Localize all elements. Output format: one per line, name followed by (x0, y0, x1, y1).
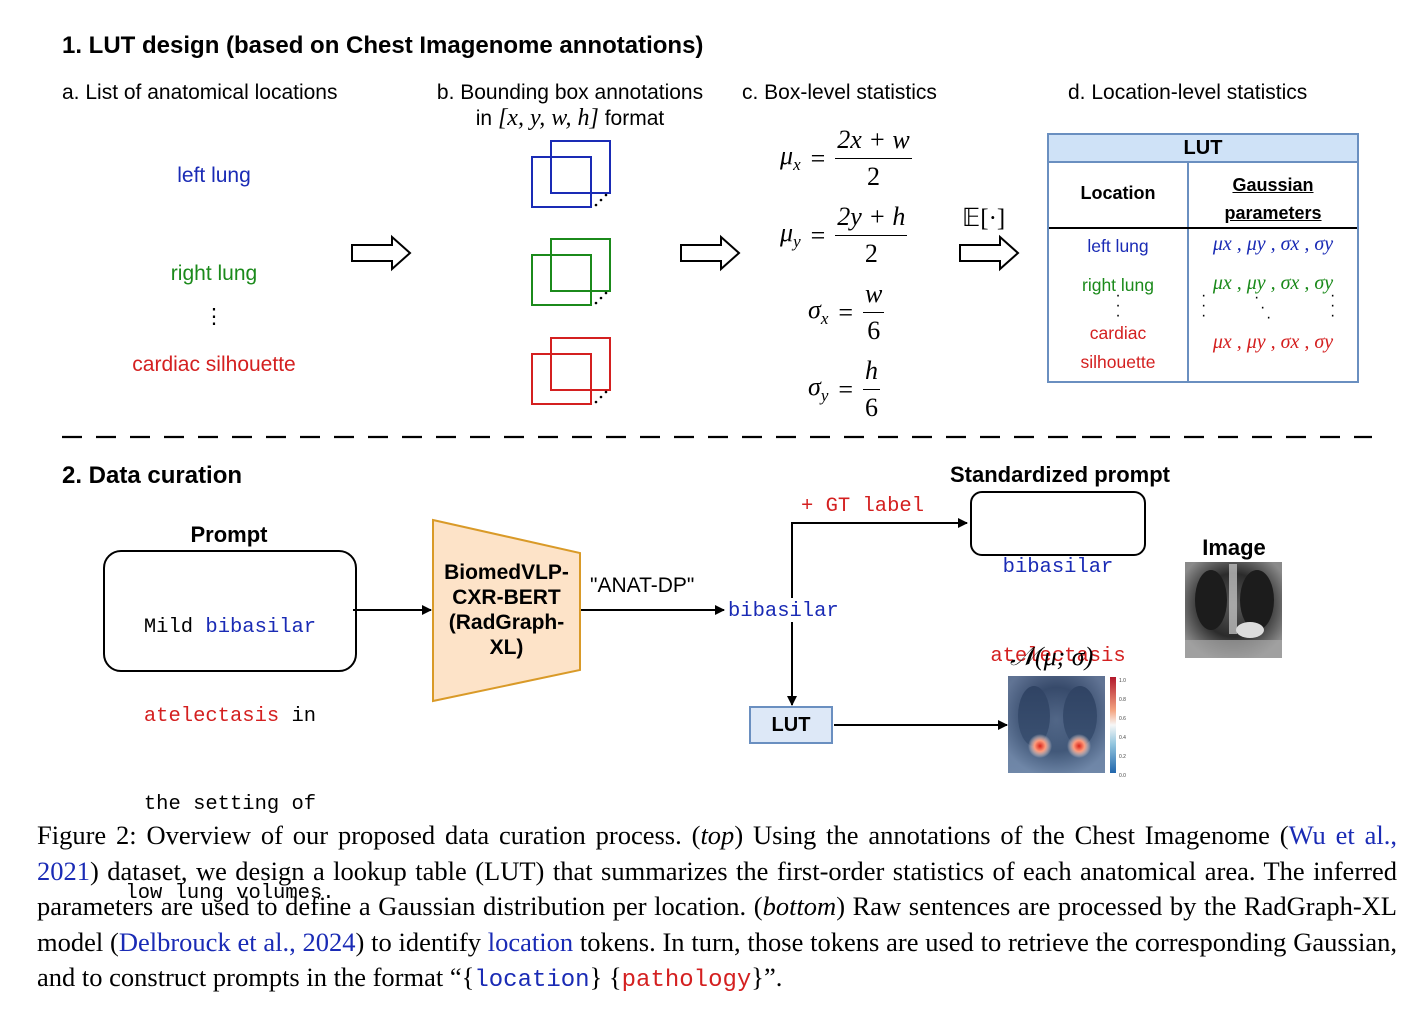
location-cardiac-silhouette: cardiac silhouette (132, 353, 296, 376)
col-a-label: a. List of anatomical locations (62, 81, 338, 104)
citation-link[interactable]: Wu et al., 2021 (37, 820, 1397, 886)
std-prompt-pathology: atelectasis (990, 644, 1126, 668)
location-left-lung: left lung (177, 164, 251, 187)
lut-col-gaussian-header: Gaussian parameters (1224, 175, 1322, 223)
std-prompt-location: bibasilar (1002, 556, 1114, 579)
section1-title: 1. LUT design (based on Chest Imagenome … (62, 32, 704, 59)
lut-table-title: LUT (1049, 135, 1357, 163)
lut-row-params: μx , μy , σx , σy (1212, 272, 1334, 294)
lut-row-location: left lung (1087, 236, 1149, 256)
hollow-arrow-icon (959, 234, 1020, 272)
col-b-format-math: [x, y, w, h] (497, 105, 599, 131)
lut-row-location: right lung (1082, 275, 1154, 295)
model-label: BiomedVLP- CXR-BERT (RadGraph- XL) (444, 561, 569, 659)
col-c-label: c. Box-level statistics (742, 81, 937, 104)
section2-graphics (353, 518, 1282, 773)
image-label: Image (1202, 535, 1266, 560)
col-b-format: format (604, 107, 665, 130)
std-prompt-label: Standardized prompt (949, 462, 1170, 487)
lut-header-rule (1049, 227, 1357, 229)
std-prompt-box: bibasilar atelectasis (970, 491, 1146, 668)
lut-row-location: cardiac silhouette (1080, 323, 1156, 372)
lut-vdots: ··· (1115, 287, 1121, 324)
colorbar-ticks: 1.0 0.8 0.6 0.4 0.2 0.0 (1119, 678, 1126, 779)
gt-label: + GT label (801, 495, 925, 518)
prompt-text: Mild bibasilar atelectasis in the settin… (125, 616, 335, 905)
prompt-label: Prompt (190, 522, 268, 547)
lut-col-location-header: Location (1080, 183, 1156, 203)
extracted-token: bibasilar (728, 600, 839, 623)
lut-vdots: ··· (1330, 287, 1336, 324)
location-right-lung: right lung (170, 262, 258, 285)
lut-table: LUT Location Gaussian parameters left lu… (1047, 133, 1359, 383)
lut-ddots: ··· (1254, 289, 1272, 326)
hollow-arrow-icon (680, 234, 741, 272)
expectation-operator: 𝔼[·] (962, 205, 1006, 232)
lut-row-params: μx , μy , σx , σy (1212, 331, 1334, 353)
bbox-red-icon (531, 337, 611, 405)
col-b-label-line2: in [x, y, w, h] format (380, 105, 760, 132)
gaussian-label: 𝒩(μ; σ) (1010, 642, 1094, 671)
col-b-label: b. Bounding box annotations (436, 81, 704, 104)
hollow-arrow-icon (351, 234, 412, 272)
bbox-blue-icon (531, 140, 611, 208)
gaussian-heatmap-image (1008, 676, 1105, 773)
lut-vdots: ··· (1201, 287, 1207, 324)
colorbar (1110, 677, 1116, 773)
col-b-in: in (475, 107, 493, 130)
anat-dp-label: "ANAT-DP" (590, 574, 695, 597)
figure-caption: Figure 2: Overview of our proposed data … (37, 820, 1397, 994)
lut-column-divider (1187, 163, 1189, 381)
lut-box: LUT (749, 706, 833, 744)
arrow-icon (791, 518, 968, 598)
citation-link[interactable]: Delbrouck et al., 2024 (118, 926, 356, 957)
section1-graphics (62, 140, 1372, 439)
location-word: location (487, 926, 574, 957)
bbox-green-icon (531, 238, 611, 306)
col-d-label: d. Location-level statistics (1068, 81, 1308, 104)
prompt-box: Mild bibasilar atelectasis in the settin… (103, 550, 357, 905)
model-trapezoid-icon (432, 518, 581, 703)
section2-title: 2. Data curation (62, 462, 243, 489)
lut-row-params: μx , μy , σx , σy (1212, 233, 1334, 255)
chest-xray-image (1185, 562, 1282, 658)
location-ellipsis: ⋮ (203, 305, 225, 328)
